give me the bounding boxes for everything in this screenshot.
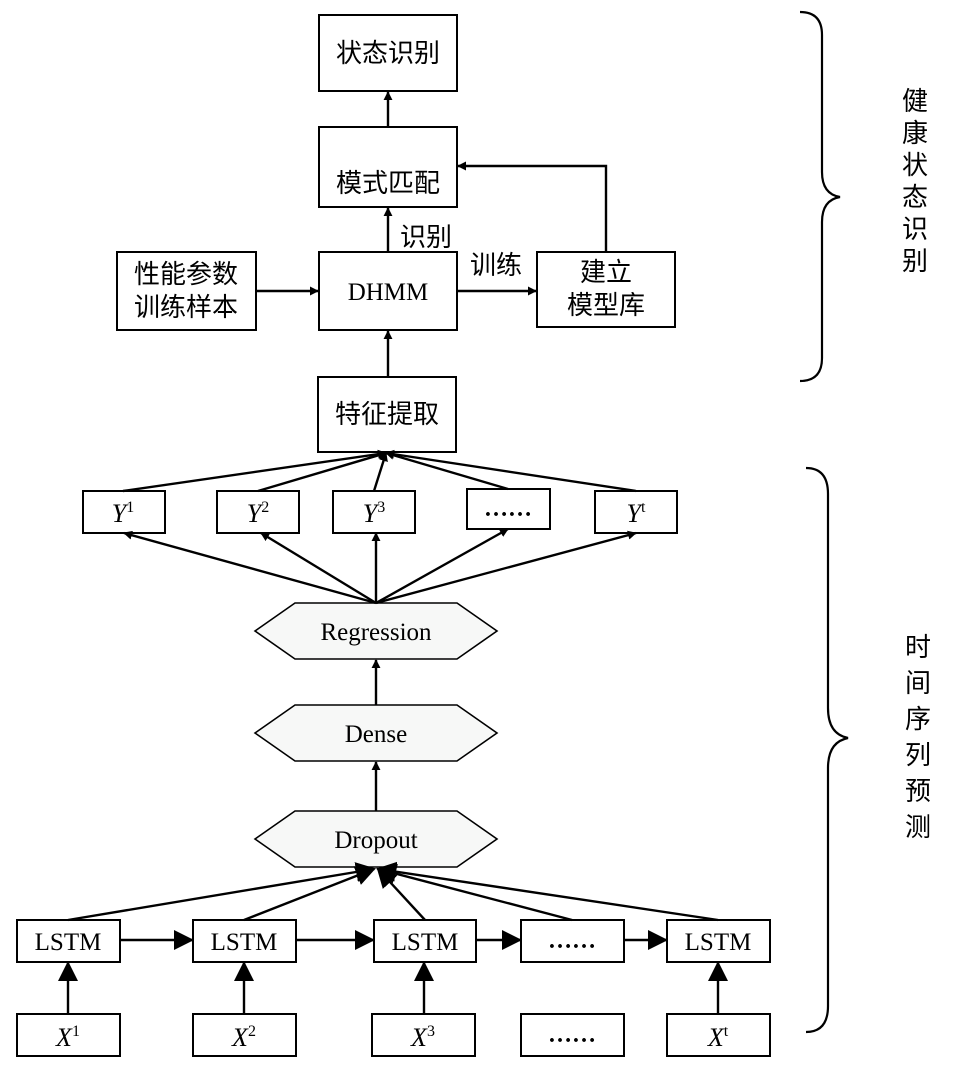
time-series-side-char: 测 — [905, 813, 931, 842]
output-label-y3: Y3 — [363, 499, 385, 528]
input-ellipsis-label: …… — [548, 1022, 596, 1048]
edge-lstm1-to-dropout — [67, 862, 376, 922]
health-side-char: 康 — [902, 119, 928, 148]
state-recognition-box — [318, 14, 458, 92]
input-label-x1: X1 — [55, 1023, 80, 1052]
edge-regression-to-y2 — [260, 531, 377, 605]
health-side-label: 健 康 状 态 识 别 — [902, 87, 928, 276]
training-samples-label-line1: 性能参数 — [134, 260, 238, 289]
state-recognition-label: 状态识别 — [336, 39, 440, 68]
feature-extraction-label: 特征提取 — [335, 400, 439, 429]
time-series-side-char: 序 — [905, 705, 931, 734]
output-label-yt: Yt — [627, 499, 646, 528]
input-box-x3 — [371, 1013, 476, 1057]
edge-y3-to-feature — [372, 452, 388, 492]
health-side-char: 别 — [902, 247, 928, 276]
output-box-y3 — [332, 490, 416, 534]
dense-layer — [253, 704, 499, 762]
health-side-char: 识 — [902, 215, 928, 244]
output-label-y2: Y2 — [247, 499, 269, 528]
output-ellipsis-label: …… — [484, 496, 532, 522]
edge-y2-to-feature — [257, 450, 387, 493]
time-series-section-brace — [805, 466, 849, 1034]
edge-regression-to-yt — [375, 530, 637, 605]
training-samples-label-line2: 训练样本 — [134, 293, 238, 322]
edge-regression-to-ellipsis — [375, 527, 509, 605]
lstm-cell-1 — [16, 919, 121, 963]
input-label-x3: X3 — [410, 1023, 435, 1052]
time-series-side-char: 间 — [905, 669, 931, 698]
output-label-y1: Y1 — [112, 499, 134, 528]
time-series-side-char: 时 — [905, 633, 931, 662]
lstm-cell-ellipsis — [520, 919, 625, 963]
edge-ellipsis-to-dropout — [376, 863, 573, 922]
lstm-cell-t-label: LSTM — [685, 929, 752, 956]
recognize-edge-label: 识别 — [400, 223, 452, 252]
train-edge-label: 训练 — [470, 251, 522, 280]
health-side-char: 态 — [902, 183, 928, 212]
edge-y1-to-feature — [122, 449, 387, 493]
health-side-char: 健 — [902, 87, 928, 116]
model-library-label-line1: 建立 — [580, 258, 632, 287]
output-box-y2 — [216, 490, 300, 534]
time-series-side-label: 时 间 序 列 预 测 — [905, 633, 931, 842]
time-series-section: Y1 Y2 Y3 …… Yt Regression Dense Dropout — [16, 449, 931, 1057]
regression-label: Regression — [320, 619, 432, 646]
edge-lstm2-to-dropout — [243, 866, 376, 922]
pattern-matching-label: 模式匹配 — [336, 169, 440, 198]
edge-lstmt-to-dropout — [376, 861, 719, 922]
dropout-layer — [253, 810, 499, 868]
lstm-cell-3-label: LSTM — [392, 929, 459, 956]
health-section-brace — [799, 10, 841, 383]
model-library-box — [536, 251, 676, 328]
regression-layer — [253, 602, 499, 660]
dense-label: Dense — [345, 721, 407, 748]
output-box-ellipsis — [466, 488, 551, 530]
edge-regression-to-y1 — [123, 530, 377, 605]
lstm-cell-1-label: LSTM — [35, 929, 102, 956]
health-state-section: 状态识别 模式匹配 DHMM 性能参数 训练样本 建立 模型库 特征提取 识别 … — [116, 10, 928, 453]
time-series-side-char: 列 — [905, 741, 931, 770]
input-label-xt: Xt — [707, 1023, 729, 1052]
lstm-cell-ellipsis-label: …… — [548, 928, 596, 954]
dropout-label: Dropout — [334, 827, 417, 854]
input-box-ellipsis — [520, 1013, 625, 1057]
pattern-matching-box — [318, 126, 458, 208]
edge-lstm3-to-dropout — [376, 867, 426, 921]
health-side-char: 状 — [902, 151, 928, 180]
edge-yt-to-feature — [385, 449, 637, 493]
lstm-cell-2-label: LSTM — [211, 929, 278, 956]
edge-ellipsis-to-feature — [385, 450, 509, 491]
edge-library-to-pattern — [457, 161, 608, 252]
input-label-x2: X2 — [231, 1023, 256, 1052]
dhmm-label: DHMM — [348, 279, 429, 306]
model-library-label-line2: 模型库 — [567, 291, 645, 320]
feature-extraction-box — [317, 376, 457, 453]
time-series-side-char: 预 — [905, 777, 931, 806]
input-box-xt — [666, 1013, 771, 1057]
